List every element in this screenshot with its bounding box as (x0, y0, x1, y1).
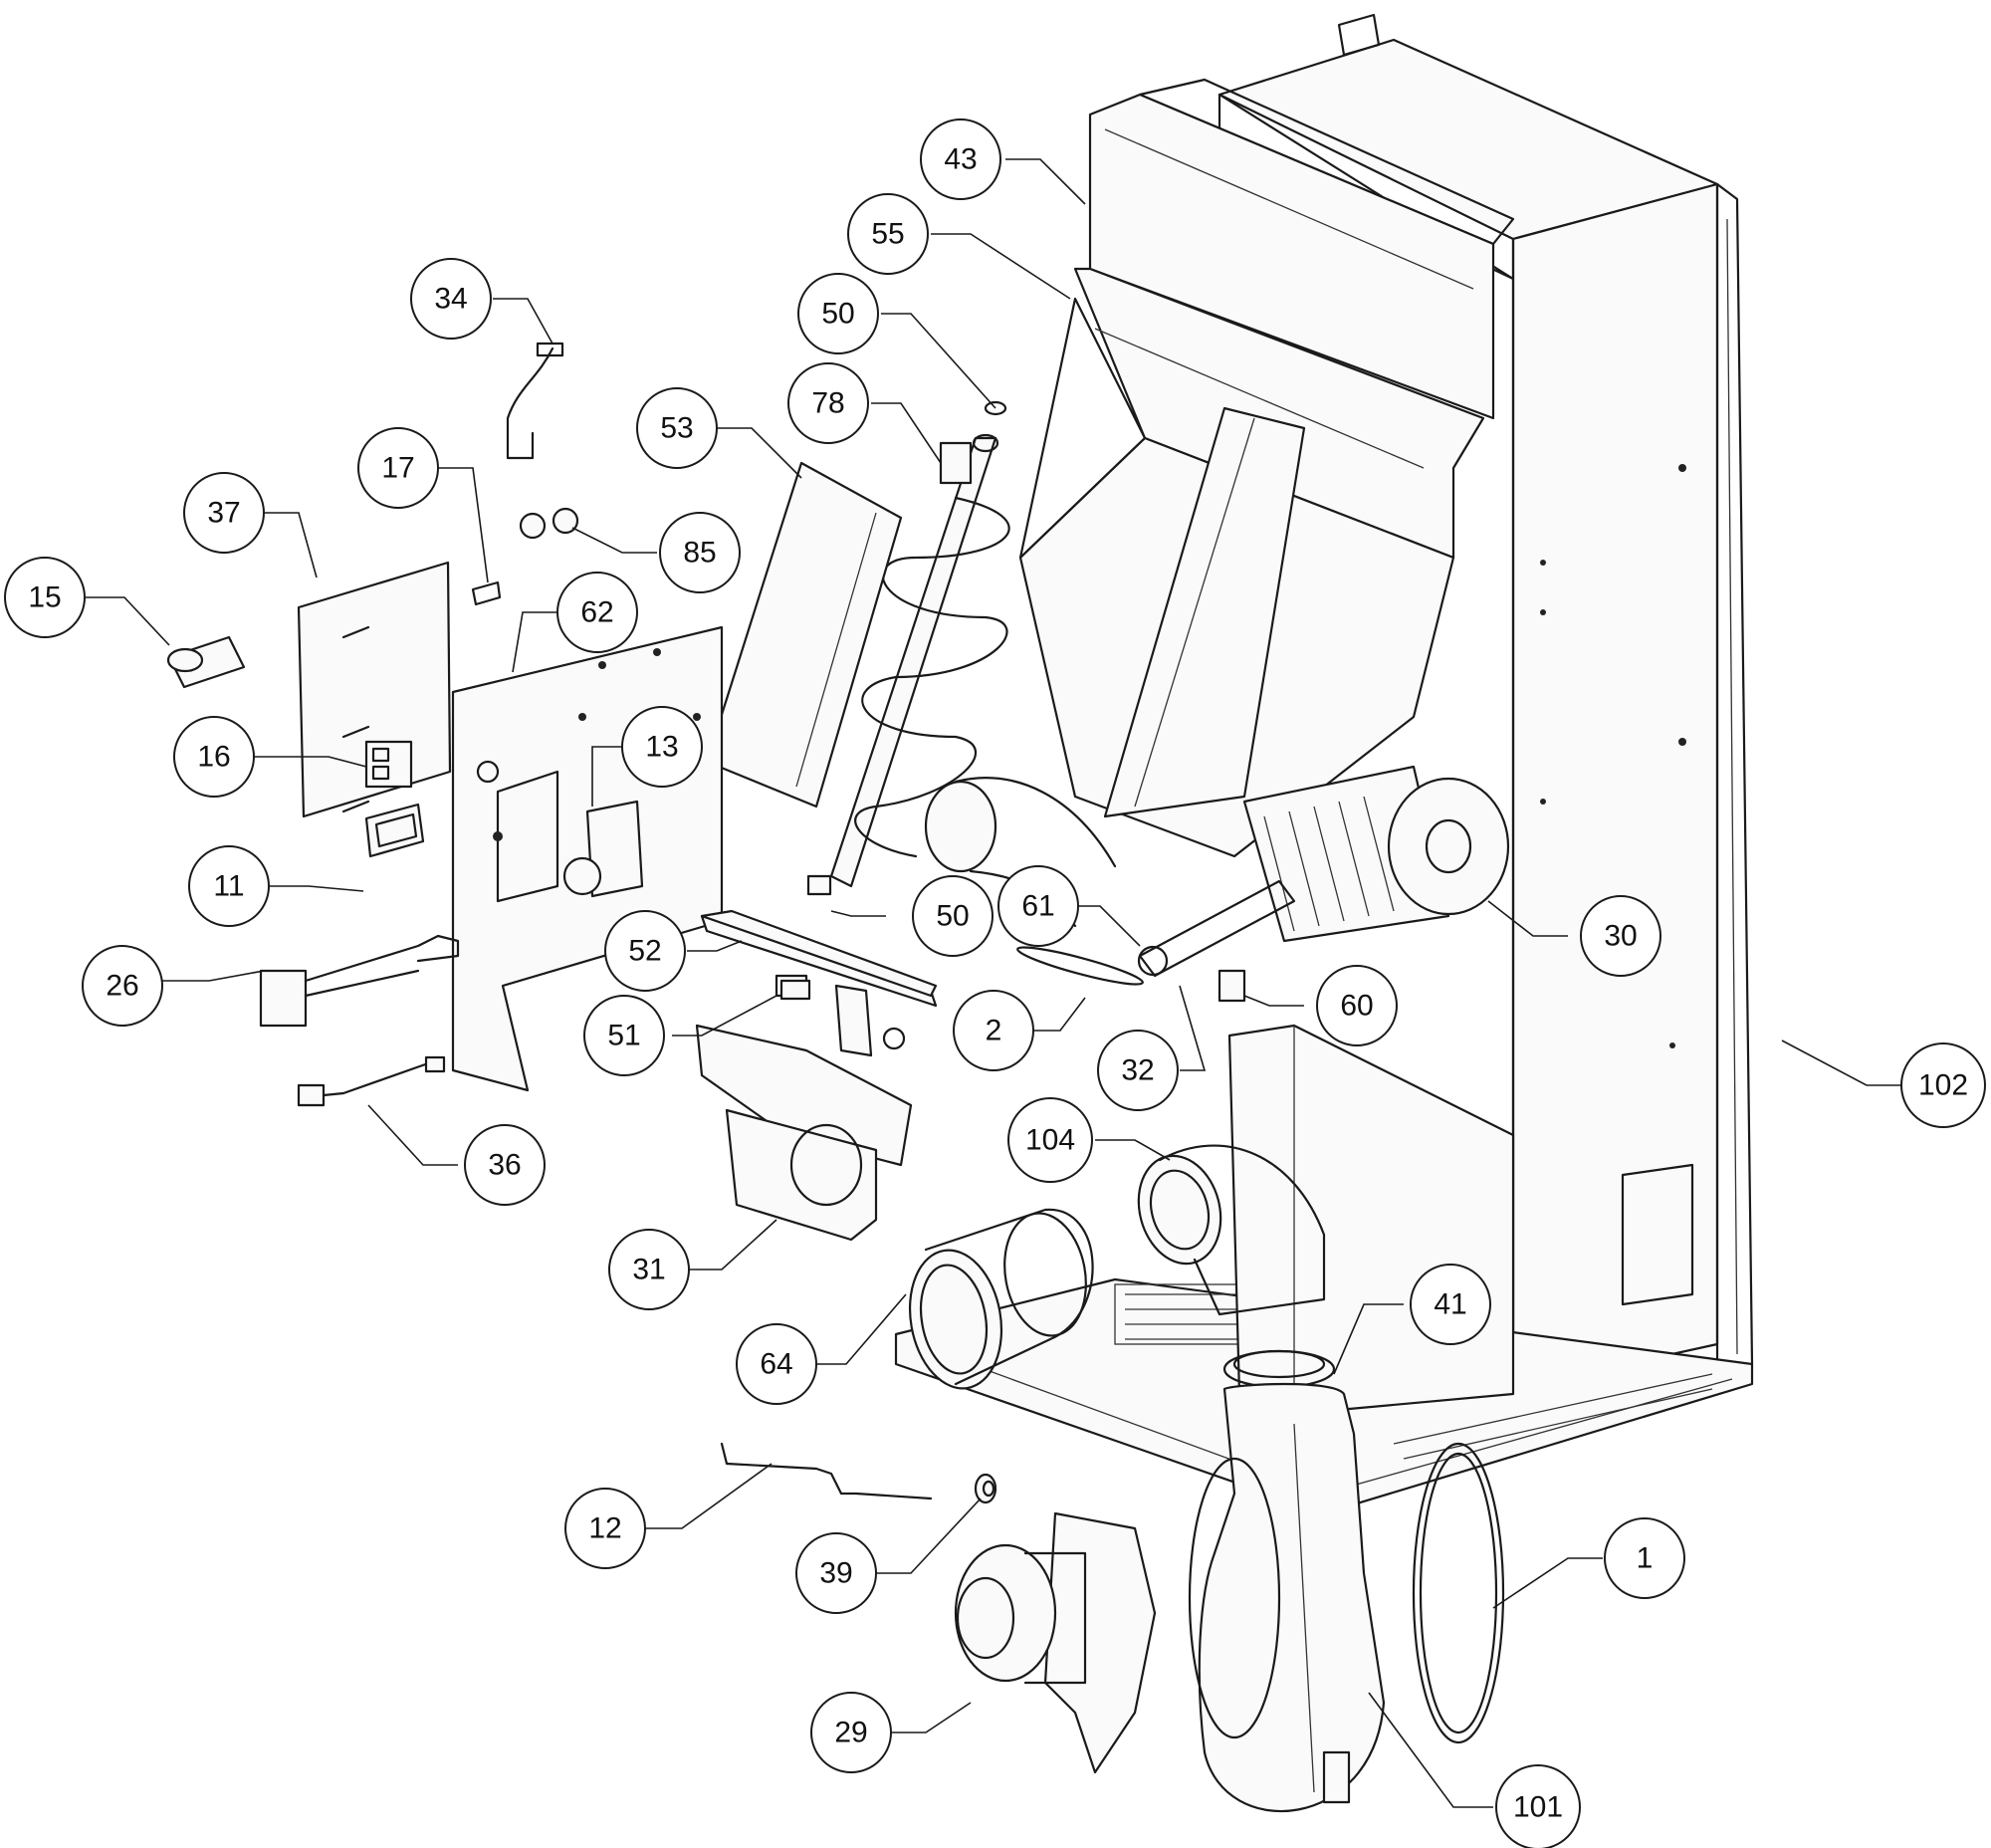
blower-gasket (1412, 1442, 1505, 1744)
svg-text:50: 50 (936, 900, 969, 933)
svg-text:26: 26 (106, 970, 138, 1003)
auger-assembly (829, 400, 1010, 888)
combustion-motor (954, 1511, 1157, 1774)
callout-36: 36 (464, 1124, 546, 1206)
elbow-tube (924, 777, 1117, 928)
plug (552, 507, 579, 535)
svg-text:12: 12 (588, 1512, 621, 1545)
blower-housing (1188, 1382, 1386, 1813)
power-cord (297, 1055, 446, 1107)
callout-12: 12 (564, 1488, 646, 1569)
callout-11: 11 (188, 845, 270, 927)
board-clip (471, 580, 502, 606)
callout-41: 41 (1410, 1264, 1491, 1345)
callout-78: 78 (787, 362, 869, 444)
svg-text:85: 85 (683, 537, 716, 570)
callout-50: 50 (912, 875, 994, 957)
callout-39: 39 (795, 1532, 877, 1614)
callout-31: 31 (608, 1229, 690, 1310)
callout-60: 60 (1316, 965, 1398, 1046)
callout-104: 104 (1007, 1097, 1093, 1183)
callout-15: 15 (4, 557, 86, 638)
callout-64: 64 (736, 1323, 817, 1405)
svg-text:101: 101 (1513, 1791, 1563, 1824)
svg-text:62: 62 (580, 596, 613, 629)
svg-text:17: 17 (381, 452, 414, 485)
svg-text:37: 37 (207, 497, 240, 530)
svg-text:41: 41 (1434, 1288, 1466, 1321)
callout-30: 30 (1580, 895, 1661, 977)
callout-101: 101 (1495, 1764, 1581, 1848)
callout-34: 34 (410, 258, 492, 340)
callout-53: 53 (636, 387, 718, 469)
svg-text:50: 50 (821, 298, 854, 331)
svg-text:60: 60 (1340, 990, 1373, 1023)
leader-lines (85, 158, 1901, 1808)
auger-bushing (779, 979, 811, 1001)
svg-text:36: 36 (488, 1149, 521, 1182)
svg-text:2: 2 (986, 1015, 1002, 1047)
callout-52: 52 (604, 910, 686, 992)
power-inlet (259, 934, 460, 1028)
svg-text:53: 53 (660, 412, 693, 445)
svg-text:104: 104 (1025, 1124, 1075, 1157)
svg-text:102: 102 (1918, 1069, 1968, 1102)
svg-text:52: 52 (628, 935, 661, 968)
svg-text:39: 39 (819, 1557, 852, 1590)
svg-text:15: 15 (28, 581, 61, 614)
grommet (974, 1473, 997, 1504)
svg-text:31: 31 (632, 1254, 665, 1286)
svg-text:78: 78 (811, 387, 844, 420)
callout-43: 43 (920, 118, 1001, 200)
callout-61: 61 (997, 865, 1079, 947)
callout-1: 1 (1604, 1517, 1685, 1599)
temperature-probe (720, 1442, 933, 1501)
auger-gasket-plate (700, 909, 938, 998)
wire-harness (506, 342, 564, 460)
svg-text:29: 29 (834, 1717, 867, 1749)
control-board (297, 561, 452, 818)
callout-51: 51 (583, 995, 665, 1076)
auger-cover (705, 461, 903, 808)
callout-17: 17 (357, 427, 439, 509)
svg-text:16: 16 (197, 741, 230, 774)
plug (519, 512, 547, 540)
callouts: 43 55 50 34 78 53 17 37 85 15 62 13 16 1… (4, 118, 1986, 1848)
callout-102: 102 (1900, 1042, 1986, 1128)
intake-elbow (1137, 1144, 1326, 1316)
callout-37: 37 (183, 472, 265, 554)
svg-text:61: 61 (1021, 890, 1054, 923)
svg-text:34: 34 (434, 283, 467, 316)
svg-text:64: 64 (760, 1348, 792, 1381)
svg-text:43: 43 (944, 143, 977, 176)
svg-text:32: 32 (1121, 1054, 1154, 1087)
callout-85: 85 (659, 512, 741, 593)
gasket (1016, 946, 1144, 986)
callout-55: 55 (847, 193, 929, 275)
svg-text:30: 30 (1604, 920, 1637, 953)
blower-cylinder (1242, 765, 1510, 943)
rocker-switch (364, 803, 425, 858)
svg-text:13: 13 (645, 731, 678, 764)
svg-text:55: 55 (871, 218, 904, 251)
callout-62: 62 (556, 572, 638, 653)
svg-text:51: 51 (607, 1020, 640, 1052)
exhaust-pipe (908, 1208, 1094, 1390)
callout-16: 16 (173, 716, 255, 798)
callout-2: 2 (953, 990, 1034, 1071)
callout-13: 13 (621, 706, 703, 788)
svg-text:11: 11 (213, 870, 244, 903)
svg-text:1: 1 (1637, 1542, 1654, 1575)
callout-32: 32 (1097, 1030, 1179, 1111)
callout-26: 26 (82, 945, 163, 1027)
auger-motor (695, 874, 938, 1242)
callout-50: 50 (797, 273, 879, 354)
callout-29: 29 (810, 1692, 892, 1773)
pressure-switch (562, 800, 644, 898)
igniter-rod (1137, 879, 1296, 1003)
sensor-board (166, 635, 246, 689)
